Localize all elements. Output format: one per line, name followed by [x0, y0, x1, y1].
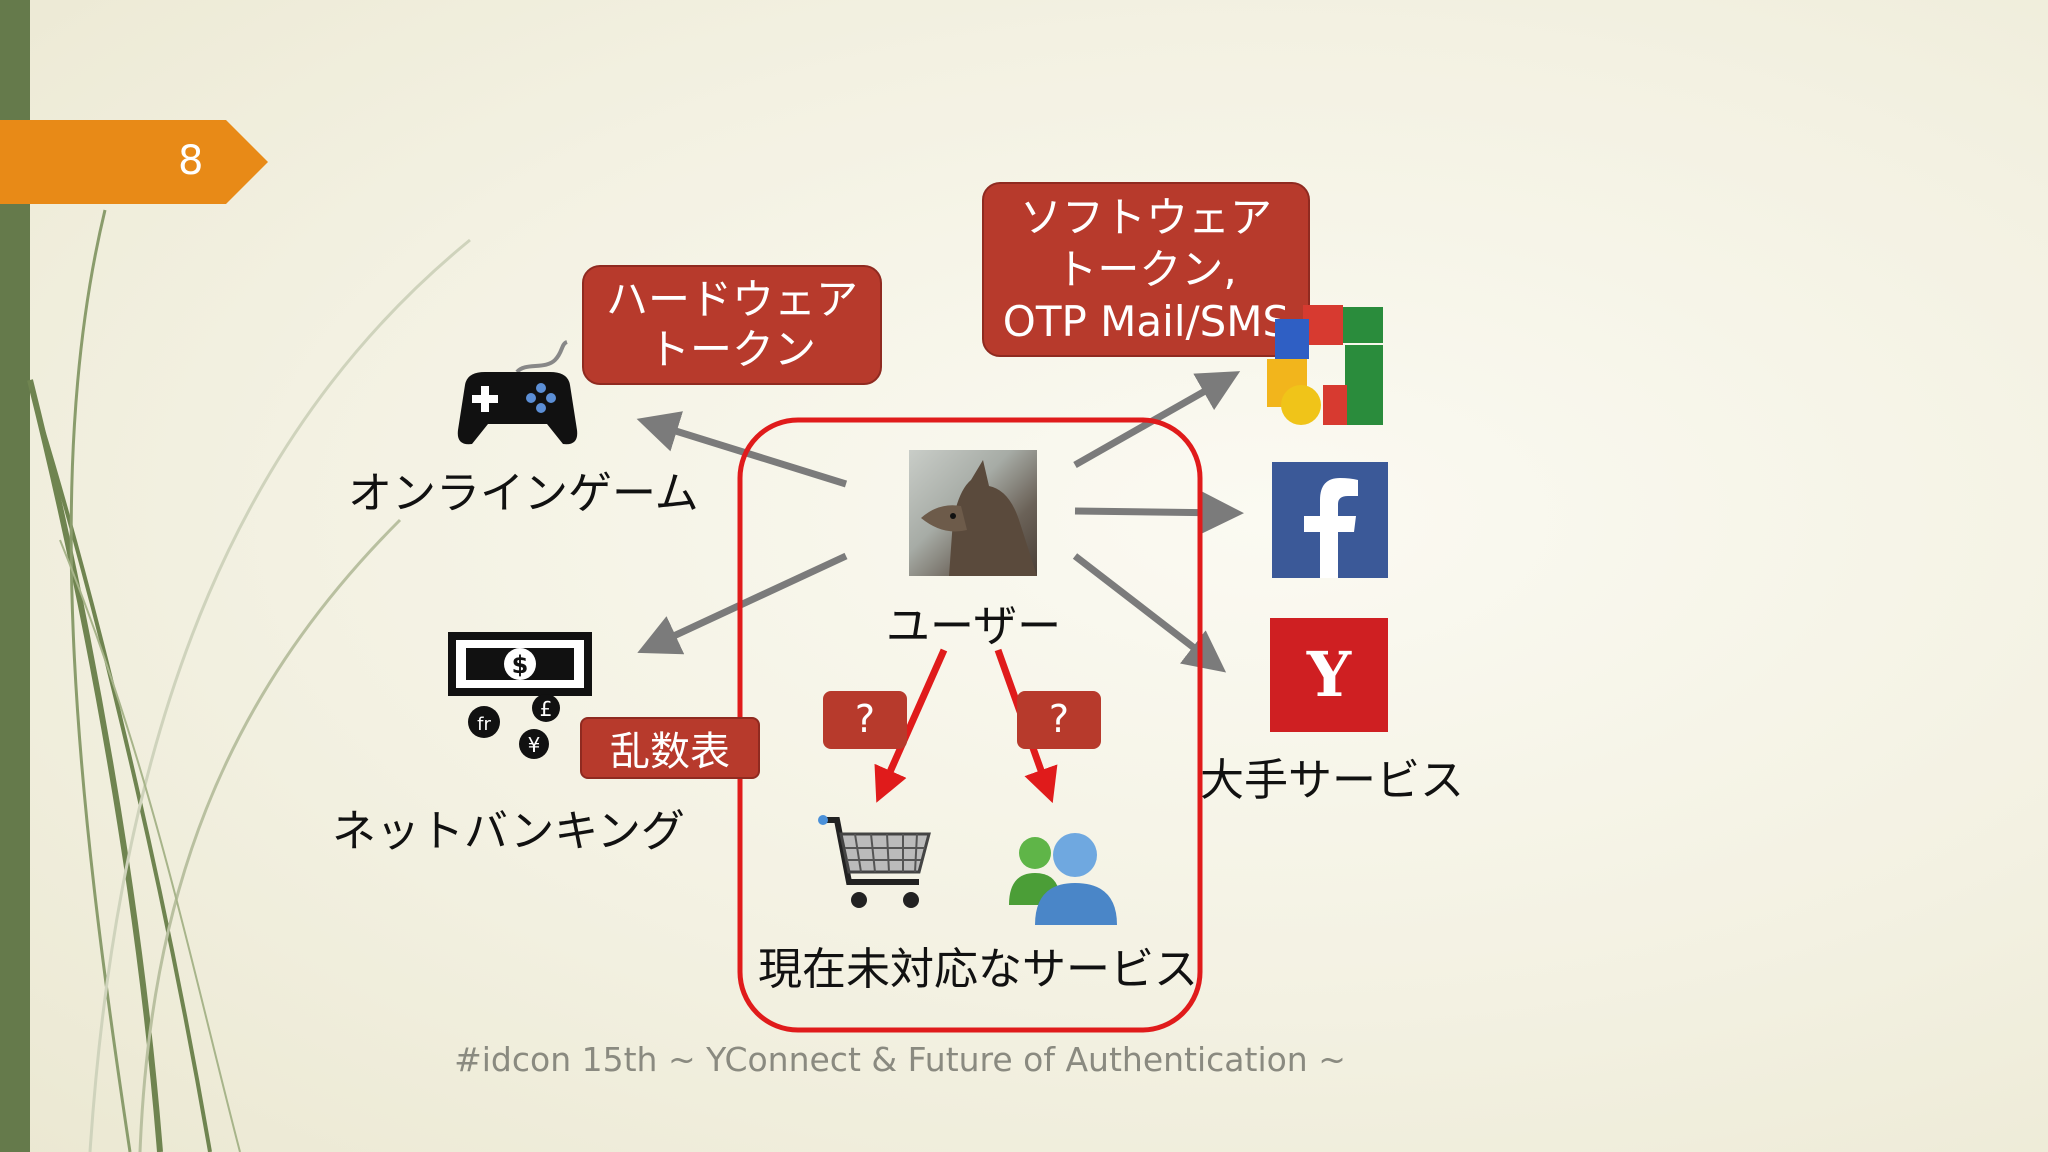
random-table-callout: 乱数表: [580, 717, 760, 779]
decorative-swoosh: [27, 209, 471, 1152]
major-services-label: 大手サービス: [1200, 755, 1464, 806]
hardware-token-line1: ハードウェア: [605, 275, 858, 324]
slide-footer: #idcon 15th ~ YConnect & Future of Authe…: [454, 1040, 1346, 1079]
svg-text:£: £: [540, 697, 553, 721]
hardware-token-callout: ハードウェア トークン: [582, 265, 882, 385]
arrow-to-banking: [637, 552, 848, 655]
slide-number: 8: [178, 138, 204, 184]
yahoo-logo-icon: Y: [1270, 618, 1388, 732]
software-token-line1: ソフトウェア: [1019, 192, 1272, 242]
svg-text:fr: fr: [477, 714, 491, 735]
question-badge-cart: ?: [823, 691, 907, 749]
user-label: ユーザー: [886, 601, 1062, 652]
software-token-line2: トークン,: [1055, 244, 1237, 294]
question-badge-messenger: ?: [1017, 691, 1101, 749]
money-exchange-icon: $ £ fr ¥: [448, 632, 592, 759]
slide-number-badge: 8: [0, 120, 268, 204]
arrow-to-facebook: [1074, 491, 1244, 534]
svg-text:Y: Y: [1306, 638, 1352, 711]
hardware-token-line2: トークン: [647, 325, 816, 374]
software-token-line3: OTP Mail/SMS: [1002, 296, 1290, 346]
arrow-to-cart: [874, 648, 948, 803]
messenger-users-icon: [1009, 833, 1117, 925]
net-banking-label: ネットバンキング: [332, 806, 685, 857]
cat-avatar: [909, 450, 1037, 576]
svg-text:¥: ¥: [528, 733, 541, 757]
unsupported-services-label: 現在未対応なサービス: [758, 944, 1198, 995]
software-token-callout: ソフトウェア トークン, OTP Mail/SMS: [982, 182, 1310, 357]
random-table-label: 乱数表: [610, 729, 730, 775]
google-logo-icon: [1267, 305, 1383, 425]
shopping-cart-icon: [818, 815, 931, 908]
facebook-logo-icon: [1272, 462, 1388, 578]
online-game-label: オンラインゲーム: [348, 468, 699, 519]
arrow-to-yahoo: [1072, 553, 1227, 673]
svg-text:$: $: [512, 651, 529, 679]
gamepad-icon: [457, 340, 578, 445]
